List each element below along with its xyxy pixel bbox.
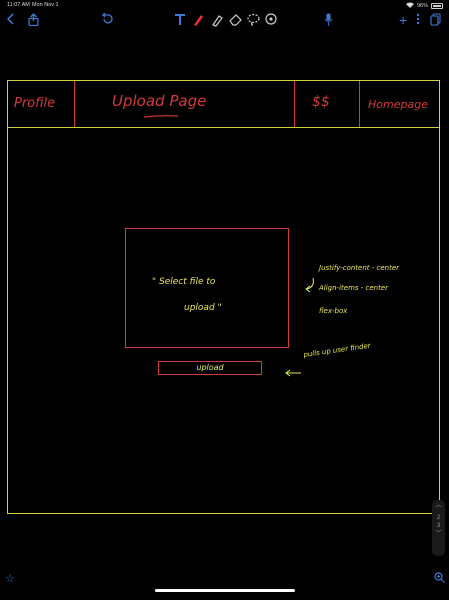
toolbar: + (0, 10, 449, 32)
upload-button-sketch: upload (158, 361, 262, 375)
drop-text-line2: upload " (184, 303, 222, 313)
chevron-down-icon[interactable]: ﹀ (435, 531, 442, 537)
underline-mark (144, 115, 178, 118)
note-flexbox: flex-box (319, 307, 348, 315)
nav-divider (359, 81, 360, 127)
undo-icon[interactable] (101, 12, 113, 28)
status-date: Mon Nov 1 (32, 2, 59, 8)
nav-divider (74, 81, 75, 127)
wireframe-canvas[interactable]: Profile Upload Page $$ Homepage " Select… (7, 80, 440, 514)
nav-pricing: $$ (312, 94, 330, 110)
nav-upload-page: Upload Page (112, 92, 207, 110)
status-bar: 11:07 AM Mon Nov 1 96% (0, 0, 449, 10)
eraser-tool-icon[interactable] (229, 13, 242, 29)
shapes-tool-icon[interactable] (265, 13, 277, 29)
share-icon[interactable] (28, 13, 39, 29)
add-page-button[interactable]: + (399, 12, 408, 28)
battery-percent: 96% (416, 3, 428, 9)
page-navigator[interactable]: ︿ 2 3 ﹀ (432, 500, 445, 556)
chevron-up-icon[interactable]: ︿ (435, 503, 442, 509)
arrow-mark (285, 369, 301, 377)
nav-divider (294, 81, 295, 127)
arrow-mark (305, 277, 314, 293)
more-options-icon[interactable] (416, 13, 420, 28)
file-drop-box: " Select file to upload " (125, 228, 289, 348)
nav-profile: Profile (14, 96, 56, 111)
star-icon[interactable]: ☆ (5, 573, 15, 585)
wifi-icon (405, 2, 414, 10)
nav-homepage: Homepage (368, 98, 428, 111)
highlighter-tool-icon[interactable] (211, 13, 223, 30)
drop-text-line1: " Select file to (152, 277, 216, 287)
note-align: Align-items - center (319, 284, 389, 292)
pen-tool-icon[interactable] (192, 13, 204, 30)
microphone-icon[interactable] (324, 13, 333, 29)
page-number[interactable]: 2 (436, 515, 441, 521)
chevron-left-icon[interactable] (6, 13, 15, 28)
note-finder: pulls up user finder (302, 341, 372, 359)
text-tool-icon[interactable] (174, 13, 186, 29)
battery-icon (431, 3, 443, 9)
note-justify: Justify-content - center (319, 264, 400, 272)
lasso-tool-icon[interactable] (247, 13, 260, 29)
wireframe-nav-bar: Profile Upload Page $$ Homepage (8, 81, 439, 128)
status-time: 11:07 AM (7, 2, 30, 8)
zoom-icon[interactable] (434, 572, 445, 586)
home-indicator (155, 589, 295, 592)
pages-icon[interactable] (430, 13, 441, 29)
status-right: 96% (405, 2, 443, 10)
page-number[interactable]: 3 (436, 523, 441, 529)
upload-button-label: upload (196, 363, 224, 372)
